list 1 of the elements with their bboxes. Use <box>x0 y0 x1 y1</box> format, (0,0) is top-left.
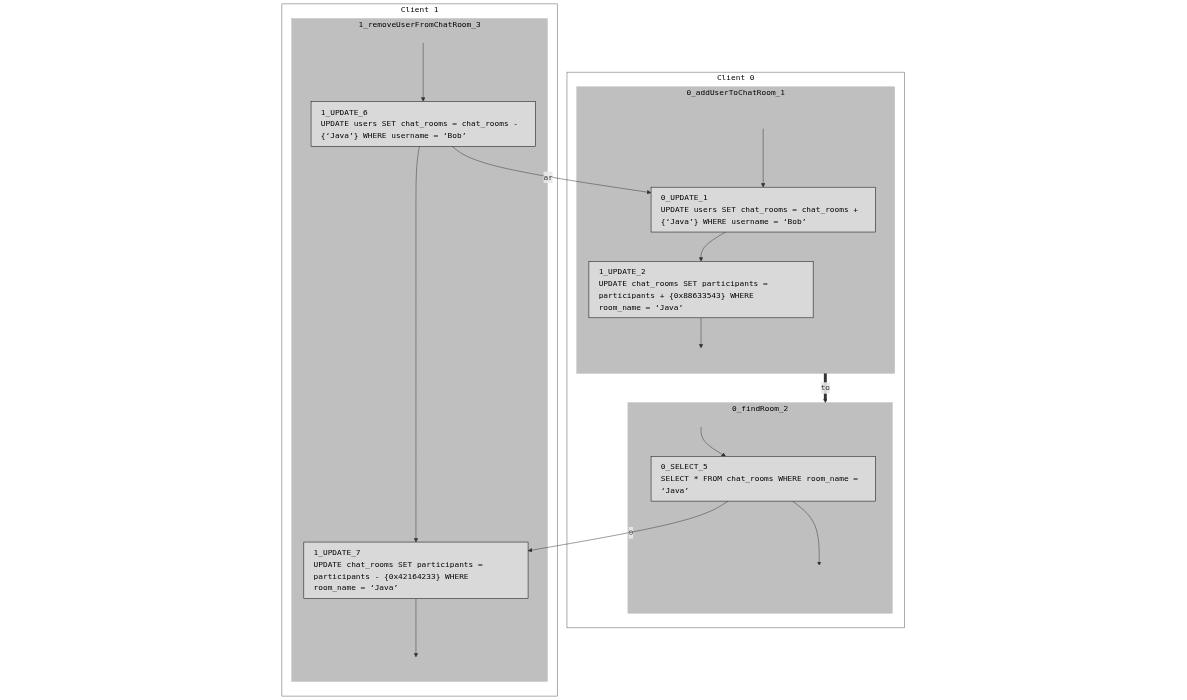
arrow <box>823 373 828 403</box>
